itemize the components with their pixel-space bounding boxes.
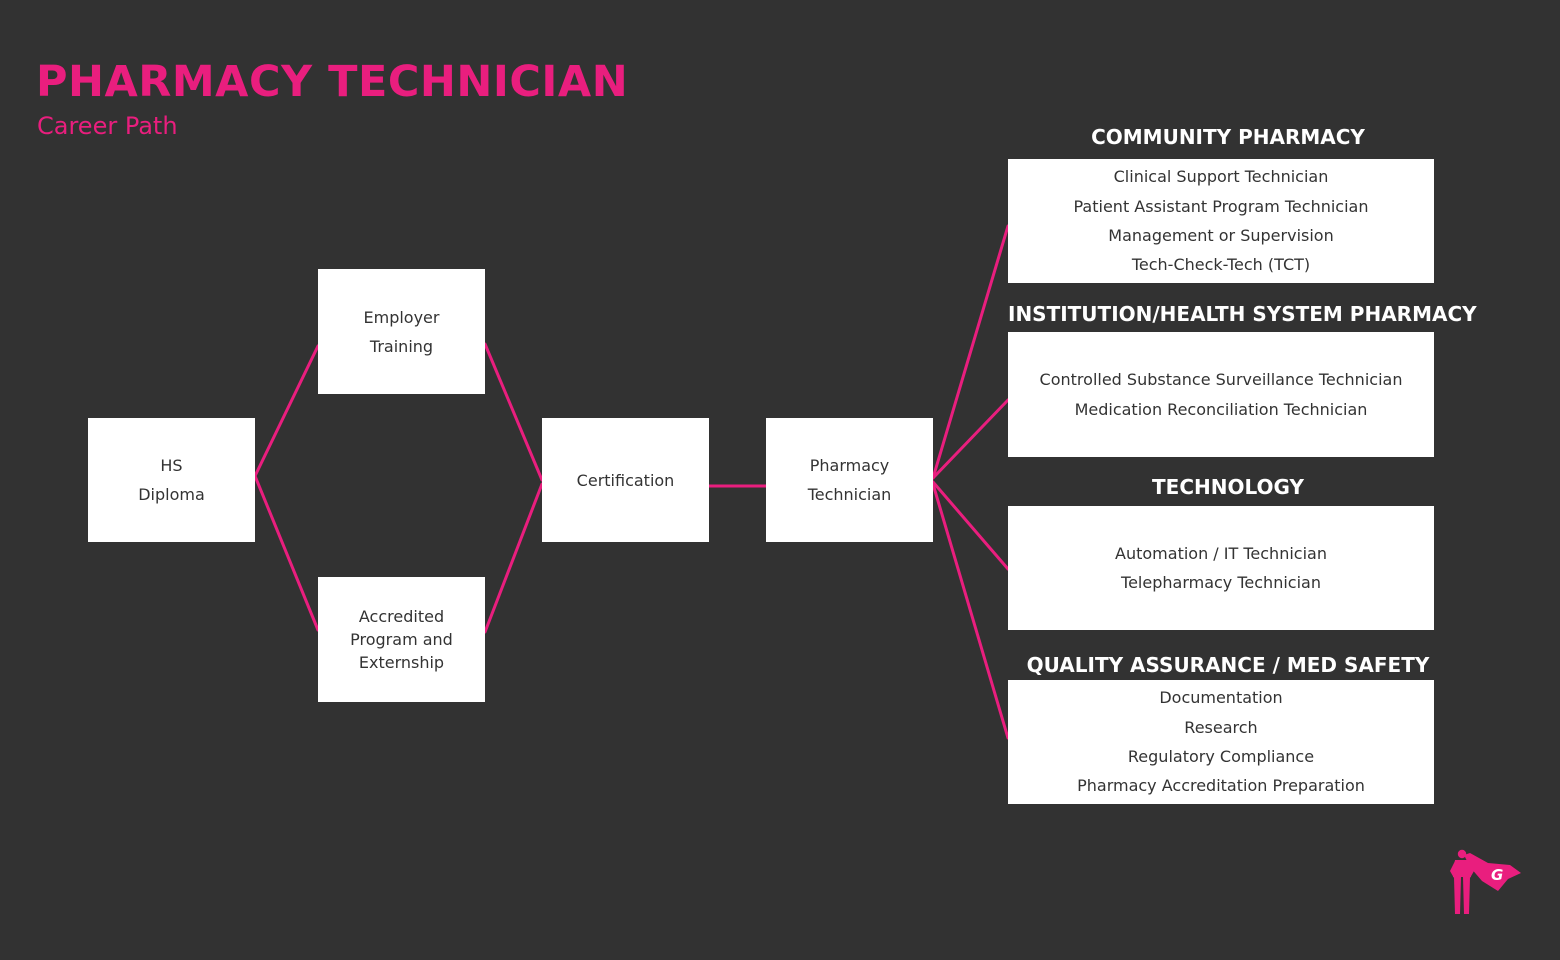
node-certification: Certification [542, 418, 709, 542]
connector-accredited-to-certification [483, 482, 544, 634]
list-item: Regulatory Compliance [1127, 747, 1315, 766]
connector-technician-to-community [931, 224, 1010, 480]
connector-hs-to-employer [253, 344, 320, 478]
logo-letter: G [1491, 866, 1503, 884]
category-box-quality-assurance: Documentation Research Regulatory Compli… [1008, 680, 1434, 804]
list-item: Telepharmacy Technician [1121, 573, 1321, 592]
page-subtitle: Career Path [37, 112, 178, 140]
list-item: Pharmacy Accreditation Preparation [1077, 776, 1365, 796]
node-hs-diploma: HS Diploma [88, 418, 255, 542]
node-pharmacy-technician-label: Pharmacy Technician [807, 456, 892, 504]
list-item: Research [1184, 717, 1258, 737]
node-employer-training-label: Employer Training [363, 307, 440, 356]
category-box-community-pharmacy: Clinical Support Technician Patient Assi… [1008, 159, 1434, 283]
list-item: Documentation [1159, 688, 1283, 708]
connector-technician-to-institution [931, 398, 1010, 480]
connector-technician-to-technology [931, 480, 1010, 571]
superhero-g-logo-icon: G [1450, 849, 1521, 914]
category-title-community-pharmacy: COMMUNITY PHARMACY [1091, 125, 1365, 149]
node-employer-training: Employer Training [318, 269, 485, 394]
list-item: Automation / IT Technician [1115, 543, 1327, 563]
node-certification-label: Certification [576, 470, 675, 490]
category-title-institution-pharmacy: INSTITUTION/HEALTH SYSTEM PHARMACY [1008, 302, 1477, 326]
page-title: PHARMACY TECHNICIAN [36, 57, 629, 107]
category-box-technology: Automation / IT Technician Telepharmacy … [1008, 506, 1434, 630]
connector-technician-to-quality [931, 482, 1010, 740]
node-accredited-program-label: Accredited Program and Externship [350, 607, 453, 672]
category-box-institution-pharmacy: Controlled Substance Surveillance Techni… [1008, 332, 1434, 457]
list-item: Management or Supervision [1108, 226, 1334, 245]
connector-hs-to-accredited [253, 474, 320, 632]
list-item: Clinical Support Technician [1113, 167, 1329, 187]
list-item: Medication Reconciliation Technician [1074, 399, 1368, 419]
list-item: Controlled Substance Surveillance Techni… [1039, 370, 1403, 390]
category-title-technology: TECHNOLOGY [1152, 475, 1304, 499]
connector-employer-to-certification [483, 342, 544, 482]
list-item: Patient Assistant Program Technician [1073, 196, 1369, 216]
list-item: Tech-Check-Tech (TCT) [1131, 255, 1311, 275]
node-accredited-program: Accredited Program and Externship [318, 577, 485, 702]
category-title-quality-assurance: QUALITY ASSURANCE / MED SAFETY [1026, 653, 1430, 677]
node-hs-diploma-label: HS Diploma [138, 456, 205, 504]
node-pharmacy-technician: Pharmacy Technician [766, 418, 933, 542]
